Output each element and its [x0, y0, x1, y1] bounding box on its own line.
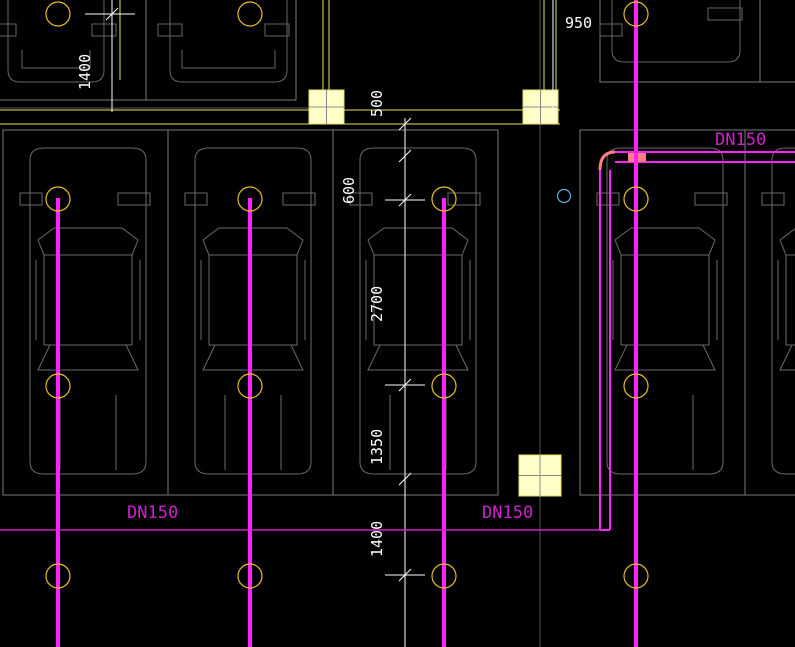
column-bottom [518, 454, 562, 497]
sprinkler-heads [45, 1, 649, 589]
sprinkler-head [237, 373, 263, 399]
pipe-label-top-right: DN150 [715, 130, 766, 150]
sprinkler-head [431, 563, 457, 589]
dim-1400-bottom: 1400 [368, 521, 386, 557]
sprinkler-head [623, 563, 649, 589]
cars-top-row [0, 0, 743, 83]
dim-950: 950 [565, 14, 592, 32]
column-top-right [522, 89, 559, 125]
sprinkler-head [431, 186, 457, 212]
sprinkler-head [623, 1, 649, 27]
column-top-left [308, 89, 345, 125]
sprinkler-head [45, 1, 71, 27]
structural-columns [308, 89, 562, 497]
pipe-label-bottom-left: DN150 [127, 503, 178, 523]
sprinkler-head [45, 373, 71, 399]
pipe-label-bottom-center: DN150 [482, 503, 533, 523]
sprinkler-head [431, 373, 457, 399]
dim-1400-top: 1400 [76, 54, 94, 90]
sprinkler-head [45, 186, 71, 212]
reference-circle [556, 188, 572, 204]
dim-600: 600 [340, 177, 358, 204]
dim-2700: 2700 [368, 286, 386, 322]
dim-1350: 1350 [368, 429, 386, 465]
parked-car [184, 147, 316, 475]
sprinkler-head [237, 1, 263, 27]
parked-cars [19, 147, 795, 475]
parked-car [761, 147, 795, 475]
sprinkler-head [237, 563, 263, 589]
sprinkler-head [623, 186, 649, 212]
beam-lines [0, 0, 560, 125]
sprinkler-head [623, 373, 649, 399]
dim-500: 500 [368, 90, 386, 117]
pipe-elbow [598, 150, 616, 171]
sprinkler-head [45, 563, 71, 589]
sprinkler-head [237, 186, 263, 212]
dimension-chain [85, 0, 554, 647]
